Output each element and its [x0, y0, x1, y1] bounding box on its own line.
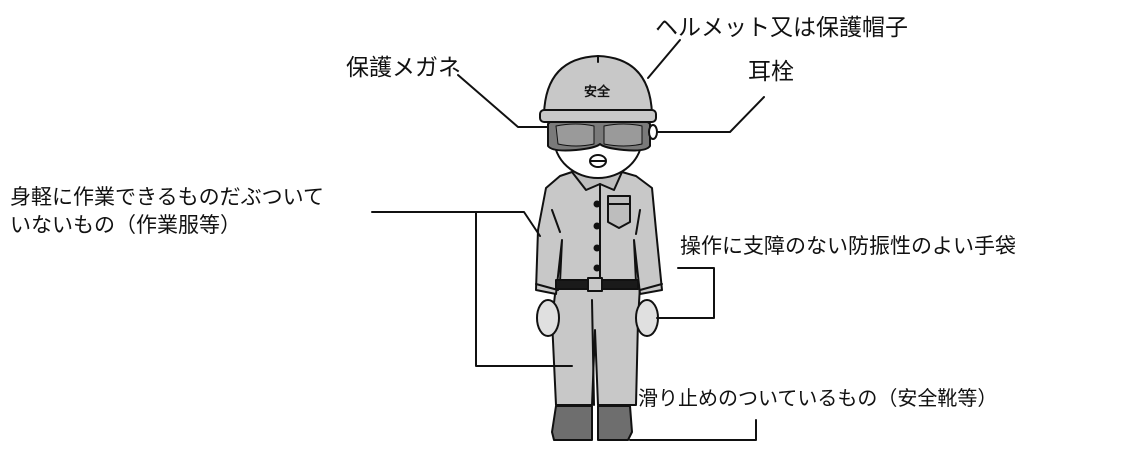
ear-plug-label: 耳栓 — [748, 59, 794, 85]
helmet-label: ヘルメット又は保護帽子 — [655, 15, 908, 41]
left-hand — [536, 299, 560, 337]
helmet-callout — [647, 39, 681, 79]
gloves-label: 操作に支障のない防振性のよい手袋 — [680, 234, 1016, 258]
goggles-callout — [457, 74, 549, 128]
gloves-callout — [656, 267, 715, 319]
clothes-label: 身軽に作業できるものだぶついて いないもの（作業服等） — [10, 183, 324, 239]
clothes-callout — [371, 211, 573, 367]
right-hand — [635, 299, 659, 337]
helmet-text: 安全 — [584, 84, 611, 100]
pants — [551, 285, 641, 406]
clothes-label-line1: 身軽に作業できるものだぶついて — [10, 185, 324, 209]
goggles-label: 保護メガネ — [346, 55, 461, 81]
ear-callout — [657, 96, 765, 133]
right-boot — [597, 405, 633, 441]
shoes-label: 滑り止めのついているもの（安全靴等） — [638, 386, 998, 410]
helmet-brim — [539, 109, 657, 123]
shoes-callout — [629, 419, 757, 441]
left-boot — [551, 405, 593, 441]
clothes-label-line2: いないもの（作業服等） — [10, 213, 241, 237]
